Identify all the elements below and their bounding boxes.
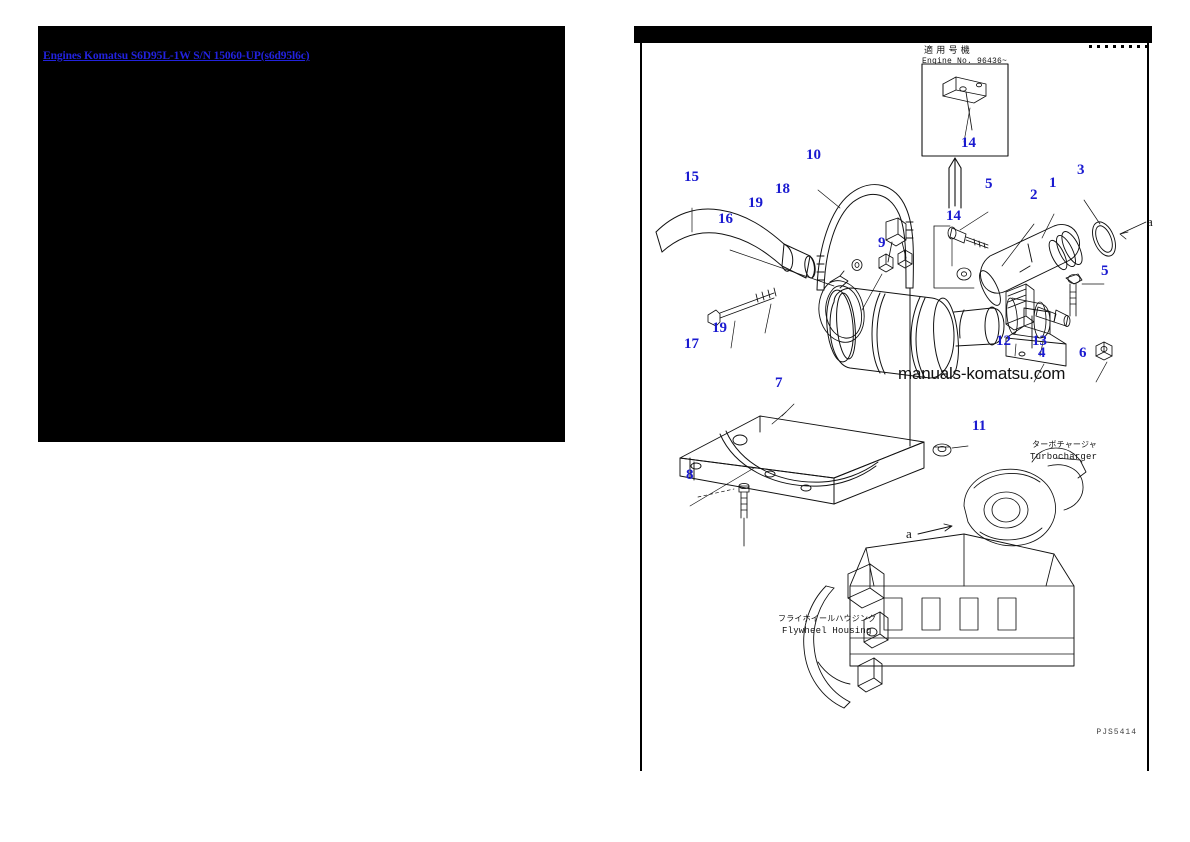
callout-number-12: 12 bbox=[996, 333, 1011, 349]
inset-english-title: Engine No. 96436~ bbox=[922, 57, 1008, 66]
callout-number-3: 3 bbox=[1077, 162, 1085, 178]
scan-dotted-edge bbox=[1089, 45, 1147, 48]
turbocharger-label-en: Turbocharger bbox=[1030, 452, 1098, 462]
document-viewer-pane: Engines Komatsu S6D95L-1W S/N 15060-UP(s… bbox=[38, 26, 565, 442]
callout-number-9: 9 bbox=[878, 235, 886, 251]
callout-number-6: 6 bbox=[1079, 345, 1087, 361]
callout-number-5: 5 bbox=[1101, 263, 1109, 279]
callout-number-5: 5 bbox=[985, 176, 993, 192]
callout-number-19: 19 bbox=[712, 320, 727, 336]
drawing-page-code: PJS5414 bbox=[1096, 728, 1137, 737]
scan-frame-left-border bbox=[640, 43, 642, 771]
callout-number-7: 7 bbox=[775, 375, 783, 391]
callout-number-19: 19 bbox=[748, 195, 763, 211]
callout-number-17: 17 bbox=[684, 336, 699, 352]
callout-number-8: 8 bbox=[686, 467, 694, 483]
callout-number-18: 18 bbox=[775, 181, 790, 197]
callout-number-14: 14 bbox=[961, 135, 976, 151]
callout-number-16: 16 bbox=[718, 211, 733, 227]
parts-diagram-svg bbox=[655, 63, 1147, 709]
callout-number-11: 11 bbox=[972, 418, 987, 434]
scan-frame-right-border bbox=[1147, 43, 1149, 771]
callout-number-1: 1 bbox=[1049, 175, 1057, 191]
scan-top-black-bar bbox=[634, 26, 1152, 43]
parts-drawing-pane: 適 用 号 機 Engine No. 96436~ ターボチャージャ Turbo… bbox=[634, 26, 1155, 771]
turbocharger-label-jp: ターボチャージャ bbox=[1032, 440, 1097, 449]
callout-number-10: 10 bbox=[806, 147, 821, 163]
callout-number-14: 14 bbox=[946, 208, 961, 224]
callout-number-15: 15 bbox=[684, 169, 699, 185]
callout-number-2: 2 bbox=[1030, 187, 1038, 203]
section-letter-a-1: a bbox=[1147, 214, 1153, 229]
inset-japanese-title: 適 用 号 機 bbox=[924, 46, 970, 56]
callout-number-4: 4 bbox=[1038, 345, 1046, 361]
site-watermark: manuals-komatsu.com bbox=[898, 364, 1066, 383]
section-letter-a-2: a bbox=[906, 526, 912, 541]
flywheel-housing-label-en: Flywheel Housing bbox=[782, 626, 872, 636]
flywheel-housing-label-jp: フライホイールハウジング bbox=[778, 614, 877, 623]
document-title-link[interactable]: Engines Komatsu S6D95L-1W S/N 15060-UP(s… bbox=[43, 50, 310, 62]
callout-number-13: 13 bbox=[1032, 333, 1047, 349]
